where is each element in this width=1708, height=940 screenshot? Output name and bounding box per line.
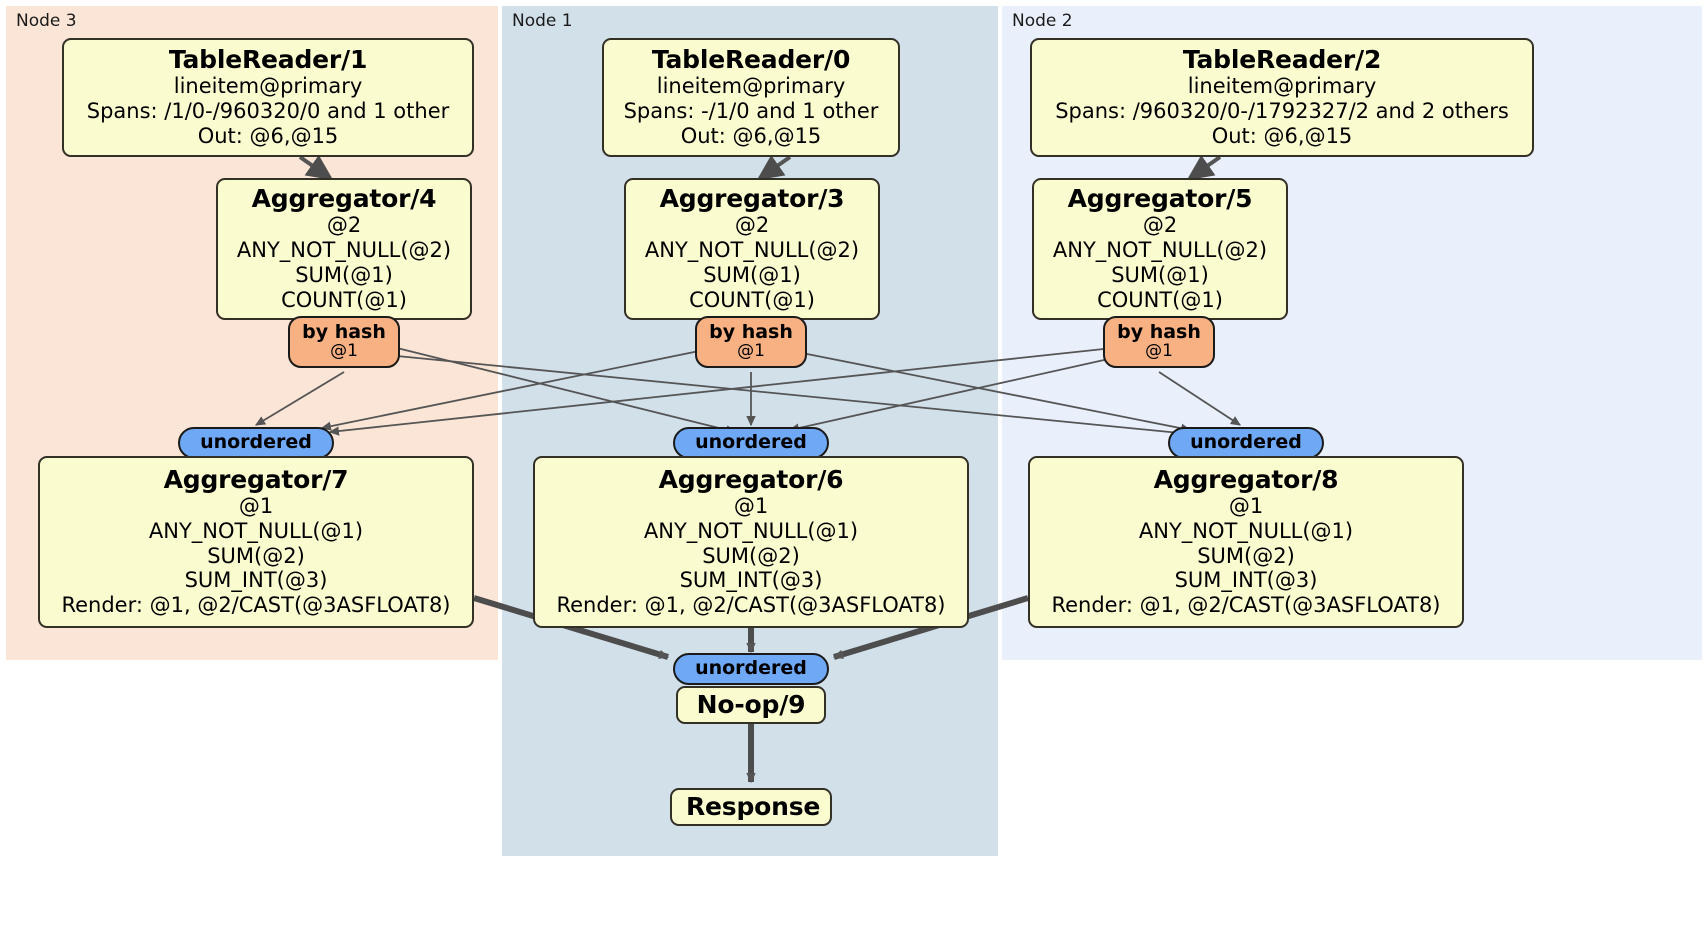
router-by-hash-right[interactable]: by hash @1 (1103, 316, 1215, 368)
processor-line: SUM(@2) (1197, 543, 1295, 568)
router-subtitle: @1 (1145, 341, 1173, 362)
processor-line: SUM(@1) (1111, 263, 1209, 287)
processor-line: SUM(@1) (703, 263, 801, 287)
processor-line: SUM(@2) (207, 543, 305, 568)
node-panel-label-node2: Node 2 (1012, 11, 1073, 31)
processor-title: TableReader/2 (1182, 45, 1382, 75)
processor-line: COUNT(@1) (1097, 287, 1223, 312)
processor-tablereader-1[interactable]: TableReader/1 lineitem@primary Spans: /1… (62, 38, 474, 157)
processor-title: TableReader/0 (651, 45, 851, 75)
processor-line: ANY_NOT_NULL(@1) (148, 518, 364, 543)
processor-line: SUM(@2) (702, 543, 800, 568)
processor-title: Response (686, 792, 821, 821)
router-unordered-right[interactable]: unordered (1168, 427, 1324, 459)
processor-title: Aggregator/3 (659, 184, 845, 214)
router-title: unordered (695, 431, 807, 454)
processor-line: COUNT(@1) (281, 287, 407, 312)
node-panel-label-node3: Node 3 (16, 11, 77, 31)
processor-line: lineitem@primary (656, 74, 846, 99)
processor-line: Spans: -/1/0 and 1 other (623, 99, 879, 124)
processor-line: Spans: /960320/0-/1792327/2 and 2 others (1055, 99, 1509, 124)
processor-title: TableReader/1 (168, 45, 368, 75)
router-by-hash-left[interactable]: by hash @1 (288, 316, 400, 368)
processor-line: Render: @1, @2/CAST(@3ASFLOAT8) (1051, 593, 1441, 618)
processor-aggregator-7[interactable]: Aggregator/7 @1 ANY_NOT_NULL(@1) SUM(@2)… (38, 456, 474, 628)
processor-line: ANY_NOT_NULL(@1) (643, 518, 859, 543)
router-subtitle: @1 (330, 341, 358, 362)
router-unordered-left[interactable]: unordered (178, 427, 334, 459)
router-title: by hash (709, 321, 793, 344)
processor-line: Spans: /1/0-/960320/0 and 1 other (86, 99, 450, 124)
processor-title: Aggregator/6 (658, 465, 844, 495)
processor-tablereader-0[interactable]: TableReader/0 lineitem@primary Spans: -/… (602, 38, 900, 157)
processor-line: SUM(@1) (295, 263, 393, 287)
router-title: unordered (200, 431, 312, 454)
router-by-hash-center[interactable]: by hash @1 (695, 316, 807, 368)
processor-line: SUM_INT(@3) (184, 568, 328, 593)
processor-noop-9[interactable]: No-op/9 (676, 686, 826, 724)
processor-title: Aggregator/8 (1153, 465, 1339, 495)
processor-line: Render: @1, @2/CAST(@3ASFLOAT8) (556, 593, 946, 618)
processor-line: SUM_INT(@3) (679, 568, 823, 593)
processor-title: Aggregator/7 (163, 465, 349, 495)
processor-title: Aggregator/5 (1067, 184, 1253, 214)
processor-line: @1 (238, 494, 274, 519)
processor-title: Aggregator/4 (251, 184, 437, 214)
router-title: by hash (302, 321, 386, 344)
router-unordered-final[interactable]: unordered (673, 653, 829, 685)
processor-line: @1 (733, 494, 769, 519)
processor-line: Out: @6,@15 (197, 123, 339, 148)
processor-line: @1 (1228, 494, 1264, 519)
processor-aggregator-8[interactable]: Aggregator/8 @1 ANY_NOT_NULL(@1) SUM(@2)… (1028, 456, 1464, 628)
processor-tablereader-2[interactable]: TableReader/2 lineitem@primary Spans: /9… (1030, 38, 1534, 157)
processor-line: SUM_INT(@3) (1174, 568, 1318, 593)
node-panel-label-node1: Node 1 (512, 11, 573, 31)
processor-line: lineitem@primary (173, 74, 363, 99)
router-title: unordered (1190, 431, 1302, 454)
processor-line: Out: @6,@15 (680, 123, 822, 148)
processor-line: lineitem@primary (1187, 74, 1377, 99)
processor-line: ANY_NOT_NULL(@1) (1138, 518, 1354, 543)
processor-line: @2 (326, 213, 362, 238)
router-unordered-center[interactable]: unordered (673, 427, 829, 459)
processor-line: ANY_NOT_NULL(@2) (236, 238, 452, 263)
processor-aggregator-6[interactable]: Aggregator/6 @1 ANY_NOT_NULL(@1) SUM(@2)… (533, 456, 969, 628)
router-subtitle: @1 (737, 341, 765, 362)
processor-response[interactable]: Response (670, 788, 832, 826)
processor-line: @2 (734, 213, 770, 238)
processor-line: Render: @1, @2/CAST(@3ASFLOAT8) (61, 593, 451, 618)
processor-line: COUNT(@1) (689, 287, 815, 312)
processor-aggregator-5[interactable]: Aggregator/5 @2 ANY_NOT_NULL(@2) SUM(@1)… (1032, 178, 1288, 320)
processor-line: @2 (1142, 213, 1178, 238)
router-title: by hash (1117, 321, 1201, 344)
processor-aggregator-4[interactable]: Aggregator/4 @2 ANY_NOT_NULL(@2) SUM(@1)… (216, 178, 472, 320)
processor-aggregator-3[interactable]: Aggregator/3 @2 ANY_NOT_NULL(@2) SUM(@1)… (624, 178, 880, 320)
processor-line: ANY_NOT_NULL(@2) (1052, 238, 1268, 263)
router-title: unordered (695, 657, 807, 680)
processor-line: Out: @6,@15 (1211, 123, 1353, 148)
processor-line: ANY_NOT_NULL(@2) (644, 238, 860, 263)
processor-title: No-op/9 (696, 690, 806, 719)
